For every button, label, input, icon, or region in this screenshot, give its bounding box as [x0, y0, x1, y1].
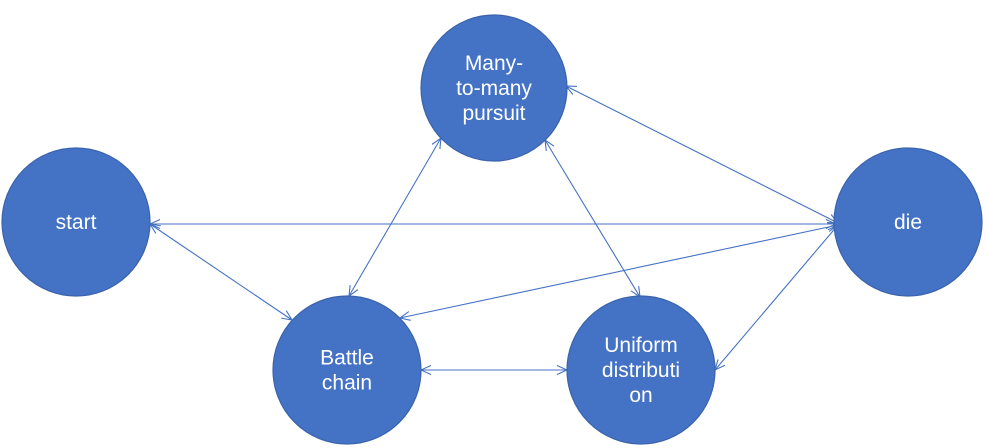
node-circle-uniform-distribution [566, 295, 716, 445]
node-label-many-to-many-line-1: Many- [465, 52, 523, 75]
node-label-many-to-many-line-2: to-many [456, 77, 532, 100]
node-label-start-line-1: start [56, 211, 97, 234]
node-circle-die [833, 147, 983, 297]
edge-many-to-many-uniform-distribution [545, 140, 640, 297]
edge-many-to-many-die [566, 86, 838, 223]
edges [150, 86, 838, 370]
node-label-uniform-distribution-line-3: on [629, 384, 652, 407]
edge-start-battle-chain [150, 224, 292, 320]
node-label-many-to-many-line-3: pursuit [462, 102, 525, 125]
node-circle-start [1, 147, 151, 297]
node-circle-battle-chain [272, 295, 422, 445]
node-circle-many-to-many [420, 14, 568, 162]
node-label-uniform-distribution-line-1: Uniform [604, 334, 678, 357]
edge-uniform-distribution-die [715, 225, 838, 370]
node-label-battle-chain-line-1: Battle [320, 347, 374, 370]
node-label-die-line-1: die [894, 211, 922, 234]
edge-battle-chain-many-to-many [349, 138, 441, 296]
node-start: start [1, 147, 151, 297]
node-label-battle-chain-line-2: chain [322, 372, 372, 395]
node-label-uniform-distribution-line-2: distributi [602, 359, 680, 382]
node-die: die [833, 147, 983, 297]
